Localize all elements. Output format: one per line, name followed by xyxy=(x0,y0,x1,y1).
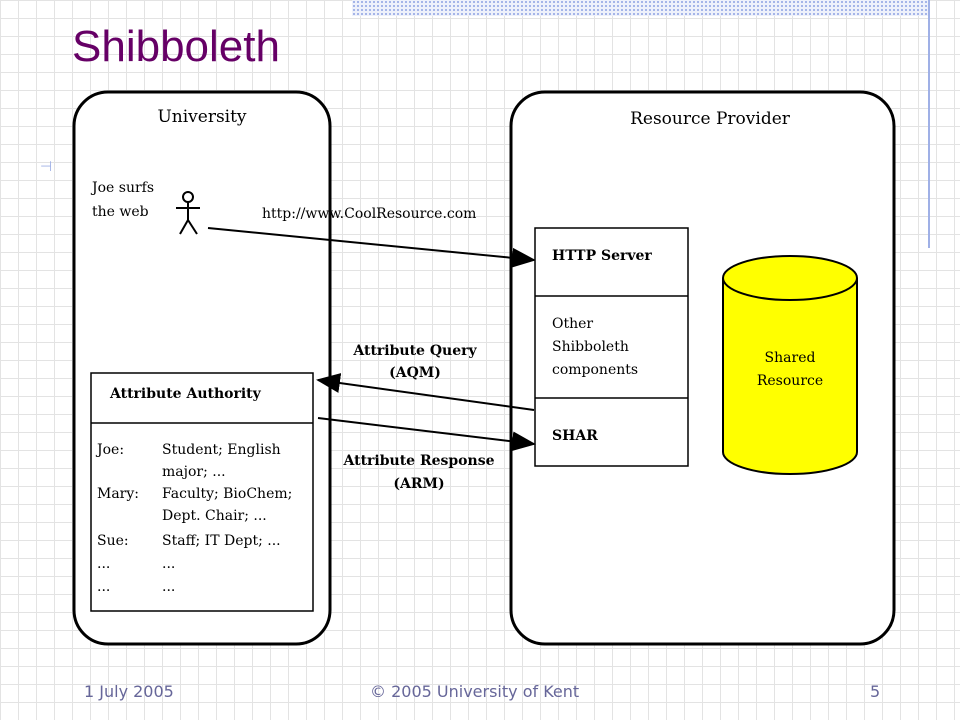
user-stick-figure-icon xyxy=(176,191,200,235)
other-components-line: Other xyxy=(552,316,593,332)
other-components-line: Shibboleth xyxy=(552,339,629,355)
authority-row-value: Faculty; BioChem; xyxy=(162,486,292,502)
shared-resource-label: Shared xyxy=(765,350,816,366)
url-request-arrow xyxy=(207,227,536,268)
authority-row-name: ... xyxy=(97,579,110,595)
user-text-line2: the web xyxy=(92,204,149,220)
footer-copyright: © 2005 University of Kent xyxy=(370,682,580,701)
attribute-response-arrow xyxy=(317,417,536,452)
attribute-query-arrow xyxy=(316,373,535,411)
url-label: http://www.CoolResource.com xyxy=(262,206,476,222)
decorative-tick: ⊣ xyxy=(40,158,53,174)
http-server-label: HTTP Server xyxy=(552,248,652,264)
authority-row-name: ... xyxy=(97,556,110,572)
decorative-line xyxy=(928,0,930,248)
decorative-band xyxy=(352,0,930,16)
slide-title: Shibboleth xyxy=(72,22,280,71)
user-text-line1: Joe surfs xyxy=(90,180,154,196)
authority-row-value: ... xyxy=(162,579,175,595)
attribute-response-label: Attribute Response xyxy=(343,453,495,469)
authority-row-value: Student; English xyxy=(162,442,281,458)
authority-row-name: Joe: xyxy=(95,442,124,458)
university-label: University xyxy=(157,107,246,127)
resource-provider-label: Resource Provider xyxy=(630,109,791,129)
attribute-authority-box xyxy=(90,372,314,612)
authority-row-name: Sue: xyxy=(97,533,129,549)
attribute-response-label: (ARM) xyxy=(393,476,444,492)
shared-resource-cylinder xyxy=(722,255,858,475)
authority-row-value: Dept. Chair; ... xyxy=(162,508,267,524)
shar-label: SHAR xyxy=(552,428,598,444)
authority-row-name: Mary: xyxy=(97,486,139,502)
authority-row-value: Staff; IT Dept; ... xyxy=(162,533,281,549)
footer-page-number: 5 xyxy=(870,682,881,701)
authority-row-value: major; ... xyxy=(162,464,226,480)
footer-date: 1 July 2005 xyxy=(84,682,174,701)
server-stack xyxy=(534,227,689,467)
attribute-query-label: (AQM) xyxy=(389,365,441,381)
shared-resource-label: Resource xyxy=(757,373,823,389)
authority-row-value: ... xyxy=(162,556,175,572)
attribute-authority-title: Attribute Authority xyxy=(109,386,262,402)
attribute-query-label: Attribute Query xyxy=(352,343,477,359)
other-components-line: components xyxy=(552,362,638,378)
